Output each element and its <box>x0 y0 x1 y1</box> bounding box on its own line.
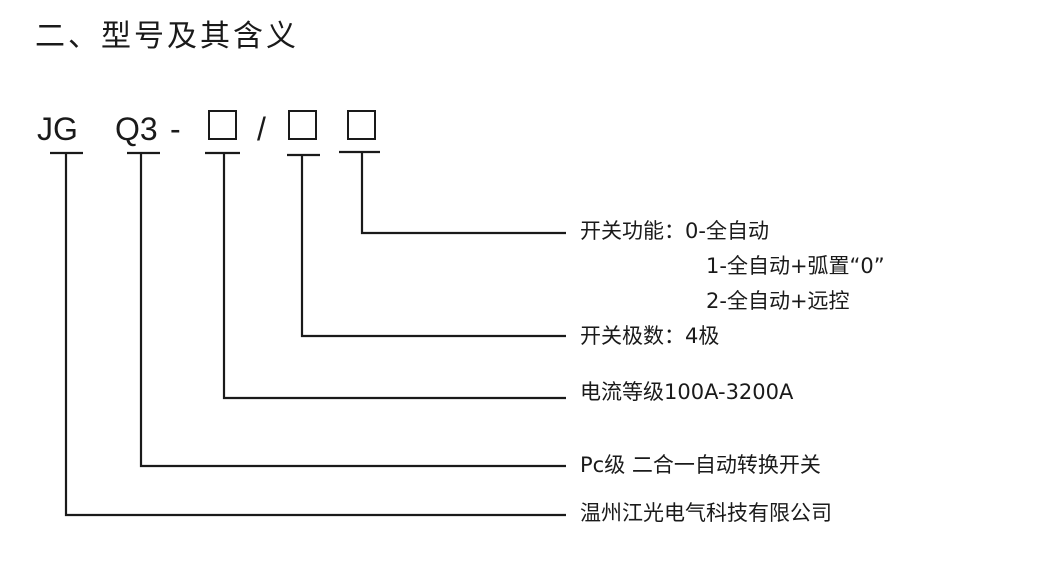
line-company <box>64 153 566 517</box>
code-slash: / <box>257 111 266 147</box>
label-company: 温州江光电气科技有限公司 <box>580 501 832 525</box>
placeholder-box-function <box>347 110 376 140</box>
label-function-option-2: 2-全自动+远控 <box>706 289 850 313</box>
code-dash: - <box>170 111 181 147</box>
label-current: 电流等级100A-3200A <box>580 380 794 404</box>
line-poles <box>300 155 566 338</box>
placeholder-box-current <box>208 110 237 140</box>
line-current <box>222 153 566 400</box>
placeholder-box-poles <box>288 110 317 140</box>
label-poles: 开关极数：4极 <box>580 324 720 348</box>
label-function-option-1: 1-全自动+弧置“0” <box>706 254 885 278</box>
line-type <box>139 153 566 468</box>
section-title: 二、型号及其含义 <box>35 19 299 54</box>
code-jg: JG <box>37 111 78 147</box>
code-q3: Q3 <box>115 111 158 147</box>
line-function <box>360 152 566 235</box>
label-type: Pc级 二合一自动转换开关 <box>580 453 821 477</box>
label-function: 开关功能：0-全自动 <box>580 219 769 243</box>
